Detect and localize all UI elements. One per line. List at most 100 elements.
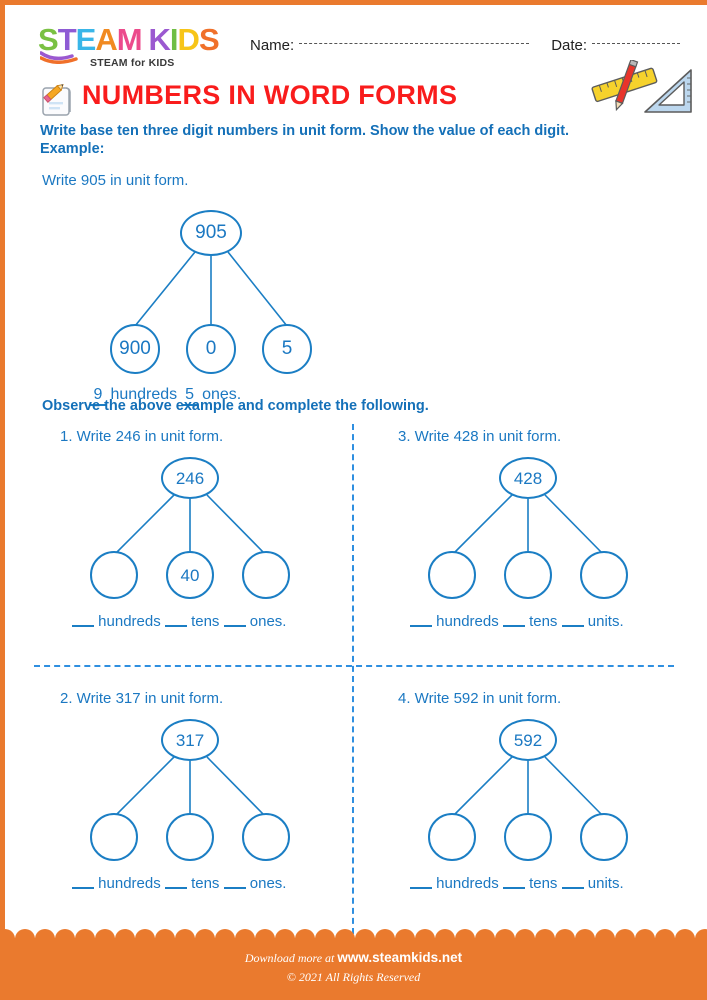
question-2-blank-tens[interactable] [164,875,187,889]
example-leaf-node-hundreds: 900 [110,324,160,374]
question-2-root-value: 317 [175,730,205,750]
logo-letter-a: A [95,22,117,57]
question-3-leaf-units[interactable] [580,551,628,599]
question-2-leaf-hundreds[interactable] [90,813,138,861]
question-3-root-value: 428 [513,468,543,488]
title-row: NUMBERS IN WORD FORMS [38,78,678,120]
question-1-root-node: 246 [161,457,219,499]
name-label: Name: [250,36,295,54]
instruction-text: Write base ten three digit numbers in un… [40,123,570,139]
question-1-leaf-hundreds[interactable] [90,551,138,599]
notepad-pencil-icon [42,83,71,116]
example-leaf-value-ones: 5 [281,338,293,359]
question-4-answer-line: hundreds tens units. [410,875,707,892]
observe-instruction: Observe the above example and complete t… [42,398,429,414]
question-1-root-value: 246 [175,468,205,488]
question-1-blank-tens[interactable] [164,613,187,627]
question-1-leaf-tens[interactable]: 40 [166,551,214,599]
name-input-line[interactable] [299,42,530,44]
question-3-number-tree: 428 [380,455,707,605]
question-2-leaf-tens[interactable] [166,813,214,861]
logo-letter-i: I [169,22,179,57]
example-leaf-value-hundreds: 900 [119,338,151,359]
question-4-word-tens: tens [529,875,558,892]
question-3-answer-line: hundreds tens units. [410,613,707,630]
question-1-blank-hundreds[interactable] [72,613,94,627]
logo-letter-k: K [148,22,171,57]
question-4-blank-tens[interactable] [502,875,525,889]
logo-tagline: STEAM for KIDS [90,57,175,69]
question-3: 3. Write 428 in unit form. 428 hundreds [380,428,707,630]
example-number-tree: 905 900 0 5 [82,208,382,378]
question-4-leaf-tens[interactable] [504,813,552,861]
question-3-leaf-tens[interactable] [504,551,552,599]
question-1-blank-ones[interactable] [223,613,246,627]
footer-scallop-edge [0,929,707,939]
question-1-word-tens: tens [191,613,220,630]
question-3-word-tens: tens [529,613,558,630]
question-1-leaf-value-tens: 40 [180,565,200,585]
question-1-word-hundreds: hundreds [98,613,161,630]
question-4-leaf-hundreds[interactable] [428,813,476,861]
example-hundreds-blank: 9 [90,386,106,406]
question-2-word-tens: tens [191,875,220,892]
question-4-blank-hundreds[interactable] [410,875,432,889]
name-date-row: Name: Date: [250,36,690,54]
question-1-word-ones: ones. [249,613,287,630]
logo-spacer [142,24,149,55]
example-leaf-value-tens: 0 [205,338,217,359]
divider-vertical [352,424,354,934]
ruler-pencil-triangle-icon [591,60,692,113]
question-3-blank-tens[interactable] [502,613,525,627]
example-block: 905 900 0 5 9 hundreds 5 ones. [42,198,362,406]
question-4-word-units: units. [587,875,624,892]
question-2-blank-hundreds[interactable] [72,875,94,889]
footer-download-text: Download more at [244,951,335,965]
example-leaf-node-ones: 5 [262,324,312,374]
page-title: NUMBERS IN WORD FORMS [82,80,458,110]
page-header: STEAM KIDS STEAM for KIDS Name:Date: [38,24,688,80]
question-4-blank-units[interactable] [561,875,584,889]
example-leaf-node-tens: 0 [186,324,236,374]
question-2-word-hundreds: hundreds [98,875,161,892]
example-root-value: 905 [195,222,227,243]
logo-letter-d: D [177,22,200,57]
question-3-leaf-hundreds[interactable] [428,551,476,599]
footer-site-link[interactable]: www.steamkids.net [337,950,463,965]
page-border-top [0,0,707,5]
example-label: Example: [40,141,105,157]
question-1-number-tree: 246 40 [42,455,372,605]
question-4-tree-connectors [451,756,605,818]
question-4-word-hundreds: hundreds [436,875,499,892]
question-1: 1. Write 246 in unit form. 246 40 hundre… [42,428,372,630]
question-3-blank-hundreds[interactable] [410,613,432,627]
example-hundreds-word: hundreds [110,386,178,403]
question-3-root-node: 428 [499,457,557,499]
question-2-tree-connectors [113,756,267,818]
question-2-leaf-ones[interactable] [242,813,290,861]
question-1-leaf-ones[interactable] [242,551,290,599]
footer-download-line: Download more at www.steamkids.net [0,950,707,966]
page-footer: Download more at www.steamkids.net © 202… [0,929,707,1000]
example-ones-blank: 5 [181,386,198,406]
question-2-blank-ones[interactable] [223,875,246,889]
question-4-root-value: 592 [513,730,543,750]
logo-swoosh-icon [40,51,78,64]
question-3-tree-connectors [451,494,605,556]
page-border-left [0,0,5,940]
question-4-leaf-units[interactable] [580,813,628,861]
question-2-number-tree: 317 [42,717,372,867]
question-3-blank-units[interactable] [561,613,584,627]
question-2-root-node: 317 [161,719,219,761]
example-root-node: 905 [180,210,242,256]
example-answer-line: 9 hundreds 5 ones. [90,386,362,406]
question-3-word-units: units. [587,613,624,630]
example-ones-word: ones. [202,386,242,403]
divider-horizontal [34,665,674,667]
date-label: Date: [551,36,588,54]
question-2-word-ones: ones. [249,875,287,892]
date-input-line[interactable] [592,42,681,44]
question-2-answer-line: hundreds tens ones. [72,875,372,892]
question-4: 4. Write 592 in unit form. 592 hundreds [380,690,707,892]
